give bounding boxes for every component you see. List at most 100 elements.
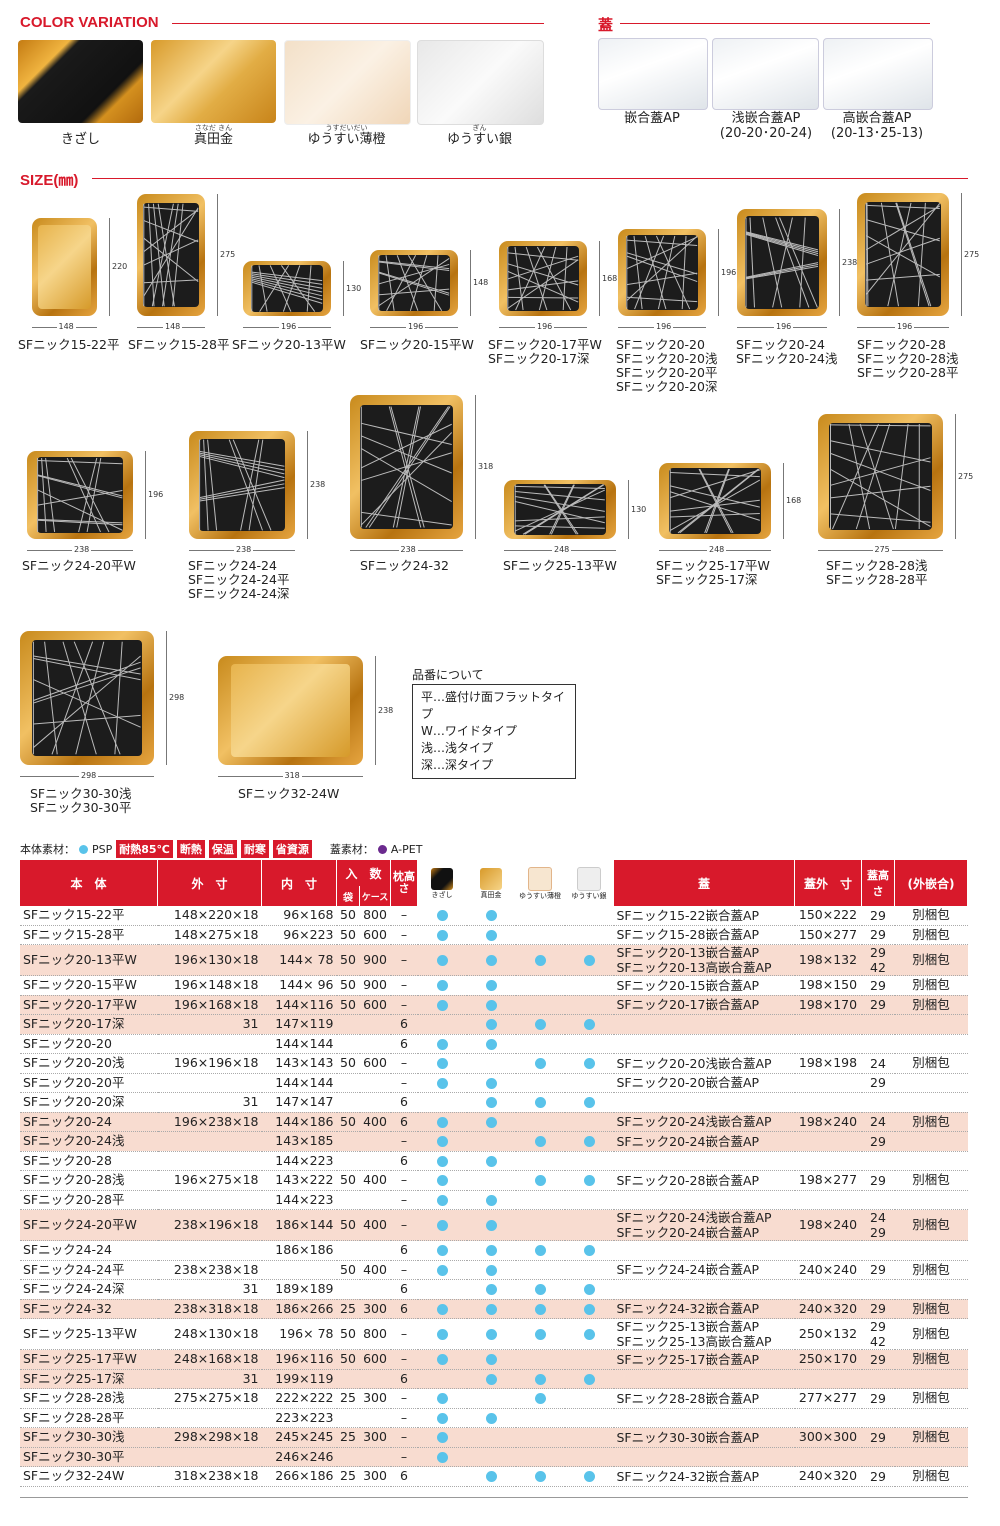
available-dot-icon	[583, 1373, 595, 1385]
color-availability	[466, 1408, 516, 1428]
available-dot-icon	[436, 1136, 448, 1148]
available-dot-icon	[436, 1329, 448, 1340]
height-dimension: 220	[112, 262, 128, 271]
product-name: SFニック20-15平W	[20, 975, 158, 996]
available-dot-icon	[583, 1097, 595, 1109]
color-availability	[417, 1034, 467, 1054]
case-count: 400	[359, 1209, 391, 1241]
height-dimension-line	[839, 209, 840, 316]
case-count: 300	[359, 1466, 391, 1487]
lid-shallow-image	[712, 38, 819, 110]
product-name: SFニック15-22平	[20, 906, 158, 926]
lid-outer-size	[794, 1014, 862, 1035]
color-availability	[417, 1112, 467, 1132]
inner-size: 147×147	[261, 1092, 337, 1113]
packaging	[894, 1151, 968, 1171]
sanada-gold-swatch	[151, 40, 276, 123]
color-availability	[515, 1240, 565, 1261]
color-availability	[417, 1014, 467, 1035]
width-dimension: 196	[895, 322, 915, 331]
inner-size: 223×223	[261, 1408, 337, 1428]
lid-name	[613, 1034, 795, 1054]
bag-count: 50	[336, 975, 360, 996]
lid-outer-size	[794, 1034, 862, 1054]
bag-count: 50	[336, 1053, 360, 1074]
lid-name: SFニック24-32嵌合蓋AP	[613, 1299, 795, 1319]
color-availability	[515, 925, 565, 945]
tray-image	[659, 463, 771, 539]
color-availability	[466, 1279, 516, 1300]
inner-size: 143×222	[261, 1170, 337, 1191]
width-dimension: 318	[282, 771, 302, 780]
available-dot-icon	[583, 1284, 595, 1296]
case-count	[359, 1279, 391, 1300]
divider	[172, 23, 544, 24]
lid-outer-size: 198×277	[794, 1170, 862, 1191]
tray-name: SFニック15-22平	[18, 337, 120, 352]
packaging: 別梱包	[894, 1427, 968, 1448]
color-availability	[417, 1170, 467, 1191]
product-name: SFニック25-17平W	[20, 1349, 158, 1370]
case-count	[359, 1131, 391, 1152]
inner-size: 245×245	[261, 1427, 337, 1448]
tray-image	[137, 194, 205, 316]
color-caption-kizashi: きざし	[60, 132, 100, 147]
packaging	[894, 1279, 968, 1300]
color-availability	[466, 1388, 516, 1409]
color-availability	[564, 1131, 614, 1152]
case-count	[359, 1151, 391, 1171]
product-name: SFニック24-24	[20, 1240, 158, 1261]
th-color-kizashi: きざし	[417, 860, 467, 906]
tray-image	[32, 218, 97, 316]
apet-dot-icon	[377, 844, 387, 854]
case-count: 600	[359, 1349, 391, 1370]
packaging: 別梱包	[894, 944, 968, 976]
packaging	[894, 1408, 968, 1428]
lid-outer-size	[794, 1408, 862, 1428]
packaging	[894, 1034, 968, 1054]
lid-height: 29	[861, 995, 895, 1015]
case-count	[359, 1369, 391, 1389]
available-dot-icon	[485, 1077, 497, 1089]
product-name: SFニック20-13平W	[20, 944, 158, 976]
outer-size: 275×275×18	[157, 1388, 262, 1409]
height-dimension: 168	[602, 273, 618, 283]
lid-name: SFニック20-20嵌合蓋AP	[613, 1073, 795, 1093]
color-availability	[564, 1388, 614, 1409]
outer-size: 196×148×18	[157, 975, 262, 996]
color-availability	[564, 1408, 614, 1428]
bag-count: 25	[336, 1299, 360, 1319]
pillow-height: 6	[390, 1466, 418, 1487]
outer-size: 196×238×18	[157, 1112, 262, 1132]
height-dimension-line	[470, 250, 471, 316]
available-dot-icon	[534, 1245, 546, 1257]
divider	[92, 178, 968, 179]
width-dimension: 196	[279, 322, 299, 331]
outer-size	[157, 1240, 262, 1261]
outer-size: 31	[157, 1369, 262, 1389]
width-dimension: 196	[774, 322, 794, 331]
color-availability	[515, 1112, 565, 1132]
lid-outer-size: 150×277	[794, 925, 862, 945]
lid-height	[861, 1279, 895, 1300]
note-line: 浅…浅タイプ	[421, 741, 494, 755]
available-dot-icon	[534, 1329, 546, 1340]
bag-count: 50	[336, 995, 360, 1015]
color-caption-silver: ぎんゆうすい銀	[446, 124, 512, 147]
inner-size: 186×186	[261, 1240, 337, 1261]
color-availability	[564, 1318, 614, 1350]
outer-size: 238×196×18	[157, 1209, 262, 1241]
color-availability	[417, 1447, 467, 1467]
lid-name	[613, 1190, 795, 1210]
color-availability	[466, 1053, 516, 1074]
color-availability	[417, 975, 467, 996]
outer-size: 196×275×18	[157, 1170, 262, 1191]
